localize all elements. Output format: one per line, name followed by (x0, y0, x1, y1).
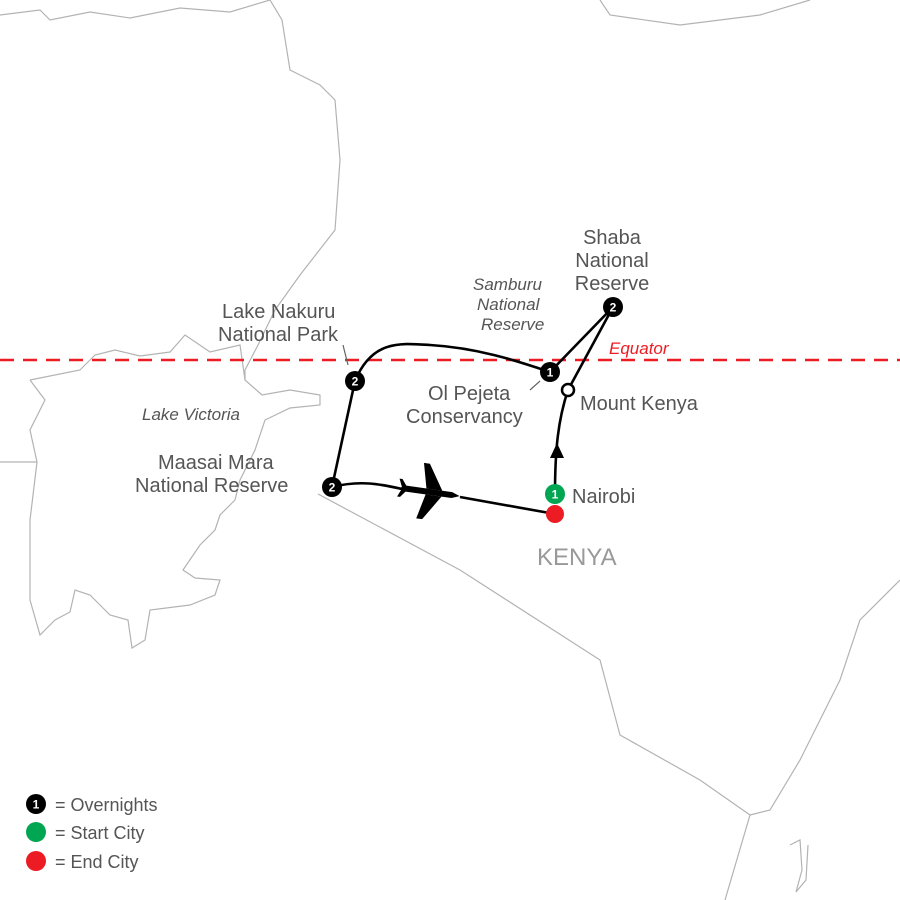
airplane-icon (397, 462, 460, 520)
svg-text:Reserve: Reserve (481, 315, 544, 334)
direction-arrow (550, 443, 564, 458)
stop-lake-nakuru: Lake Nakuru National Park 2 (218, 301, 365, 391)
svg-text:National: National (575, 250, 648, 272)
svg-text:Shaba: Shaba (583, 227, 642, 249)
stop-nairobi: 1 Nairobi (545, 484, 635, 523)
kenya-tanzania-border (317, 493, 751, 900)
legend: 1 = Overnights = Start City = End City (26, 794, 158, 872)
svg-text:1: 1 (547, 366, 554, 380)
svg-text:2: 2 (352, 375, 359, 389)
lake-victoria-label: Lake Victoria (142, 405, 240, 424)
svg-text:Maasai Mara: Maasai Mara (158, 452, 274, 474)
start-city-marker (545, 484, 565, 504)
svg-text:= End City: = End City (55, 852, 139, 872)
svg-text:= Start City: = Start City (55, 823, 145, 843)
svg-text:Mount Kenya: Mount Kenya (580, 393, 699, 415)
stop-maasai-mara: Maasai Mara National Reserve 2 (135, 452, 342, 497)
country-label: KENYA (537, 544, 617, 571)
svg-text:= Overnights: = Overnights (55, 795, 158, 815)
lake-victoria-shore (29, 334, 321, 649)
svg-text:National Reserve: National Reserve (135, 475, 288, 497)
svg-text:Samburu: Samburu (473, 275, 543, 294)
stop-ol-pejeta: Ol Pejeta Conservancy 1 (406, 362, 560, 428)
svg-text:Conservancy: Conservancy (406, 406, 523, 428)
svg-text:Reserve: Reserve (575, 273, 649, 295)
svg-text:2: 2 (610, 301, 617, 315)
svg-text:Lake Nakuru: Lake Nakuru (222, 301, 335, 323)
equator-label: Equator (609, 339, 670, 358)
svg-text:Ol Pejeta: Ol Pejeta (428, 383, 511, 405)
stop-shaba: Shaba National Reserve 2 (575, 227, 649, 317)
svg-text:National Park: National Park (218, 324, 339, 346)
samburu-label: Samburu National Reserve (473, 275, 544, 334)
svg-text:1: 1 (552, 488, 559, 502)
svg-text:Nairobi: Nairobi (572, 486, 635, 508)
end-city-marker (546, 505, 564, 523)
stop-mount-kenya: Mount Kenya (560, 382, 699, 415)
svg-text:National: National (477, 295, 541, 314)
svg-text:2: 2 (329, 481, 336, 495)
svg-text:1: 1 (33, 798, 40, 812)
